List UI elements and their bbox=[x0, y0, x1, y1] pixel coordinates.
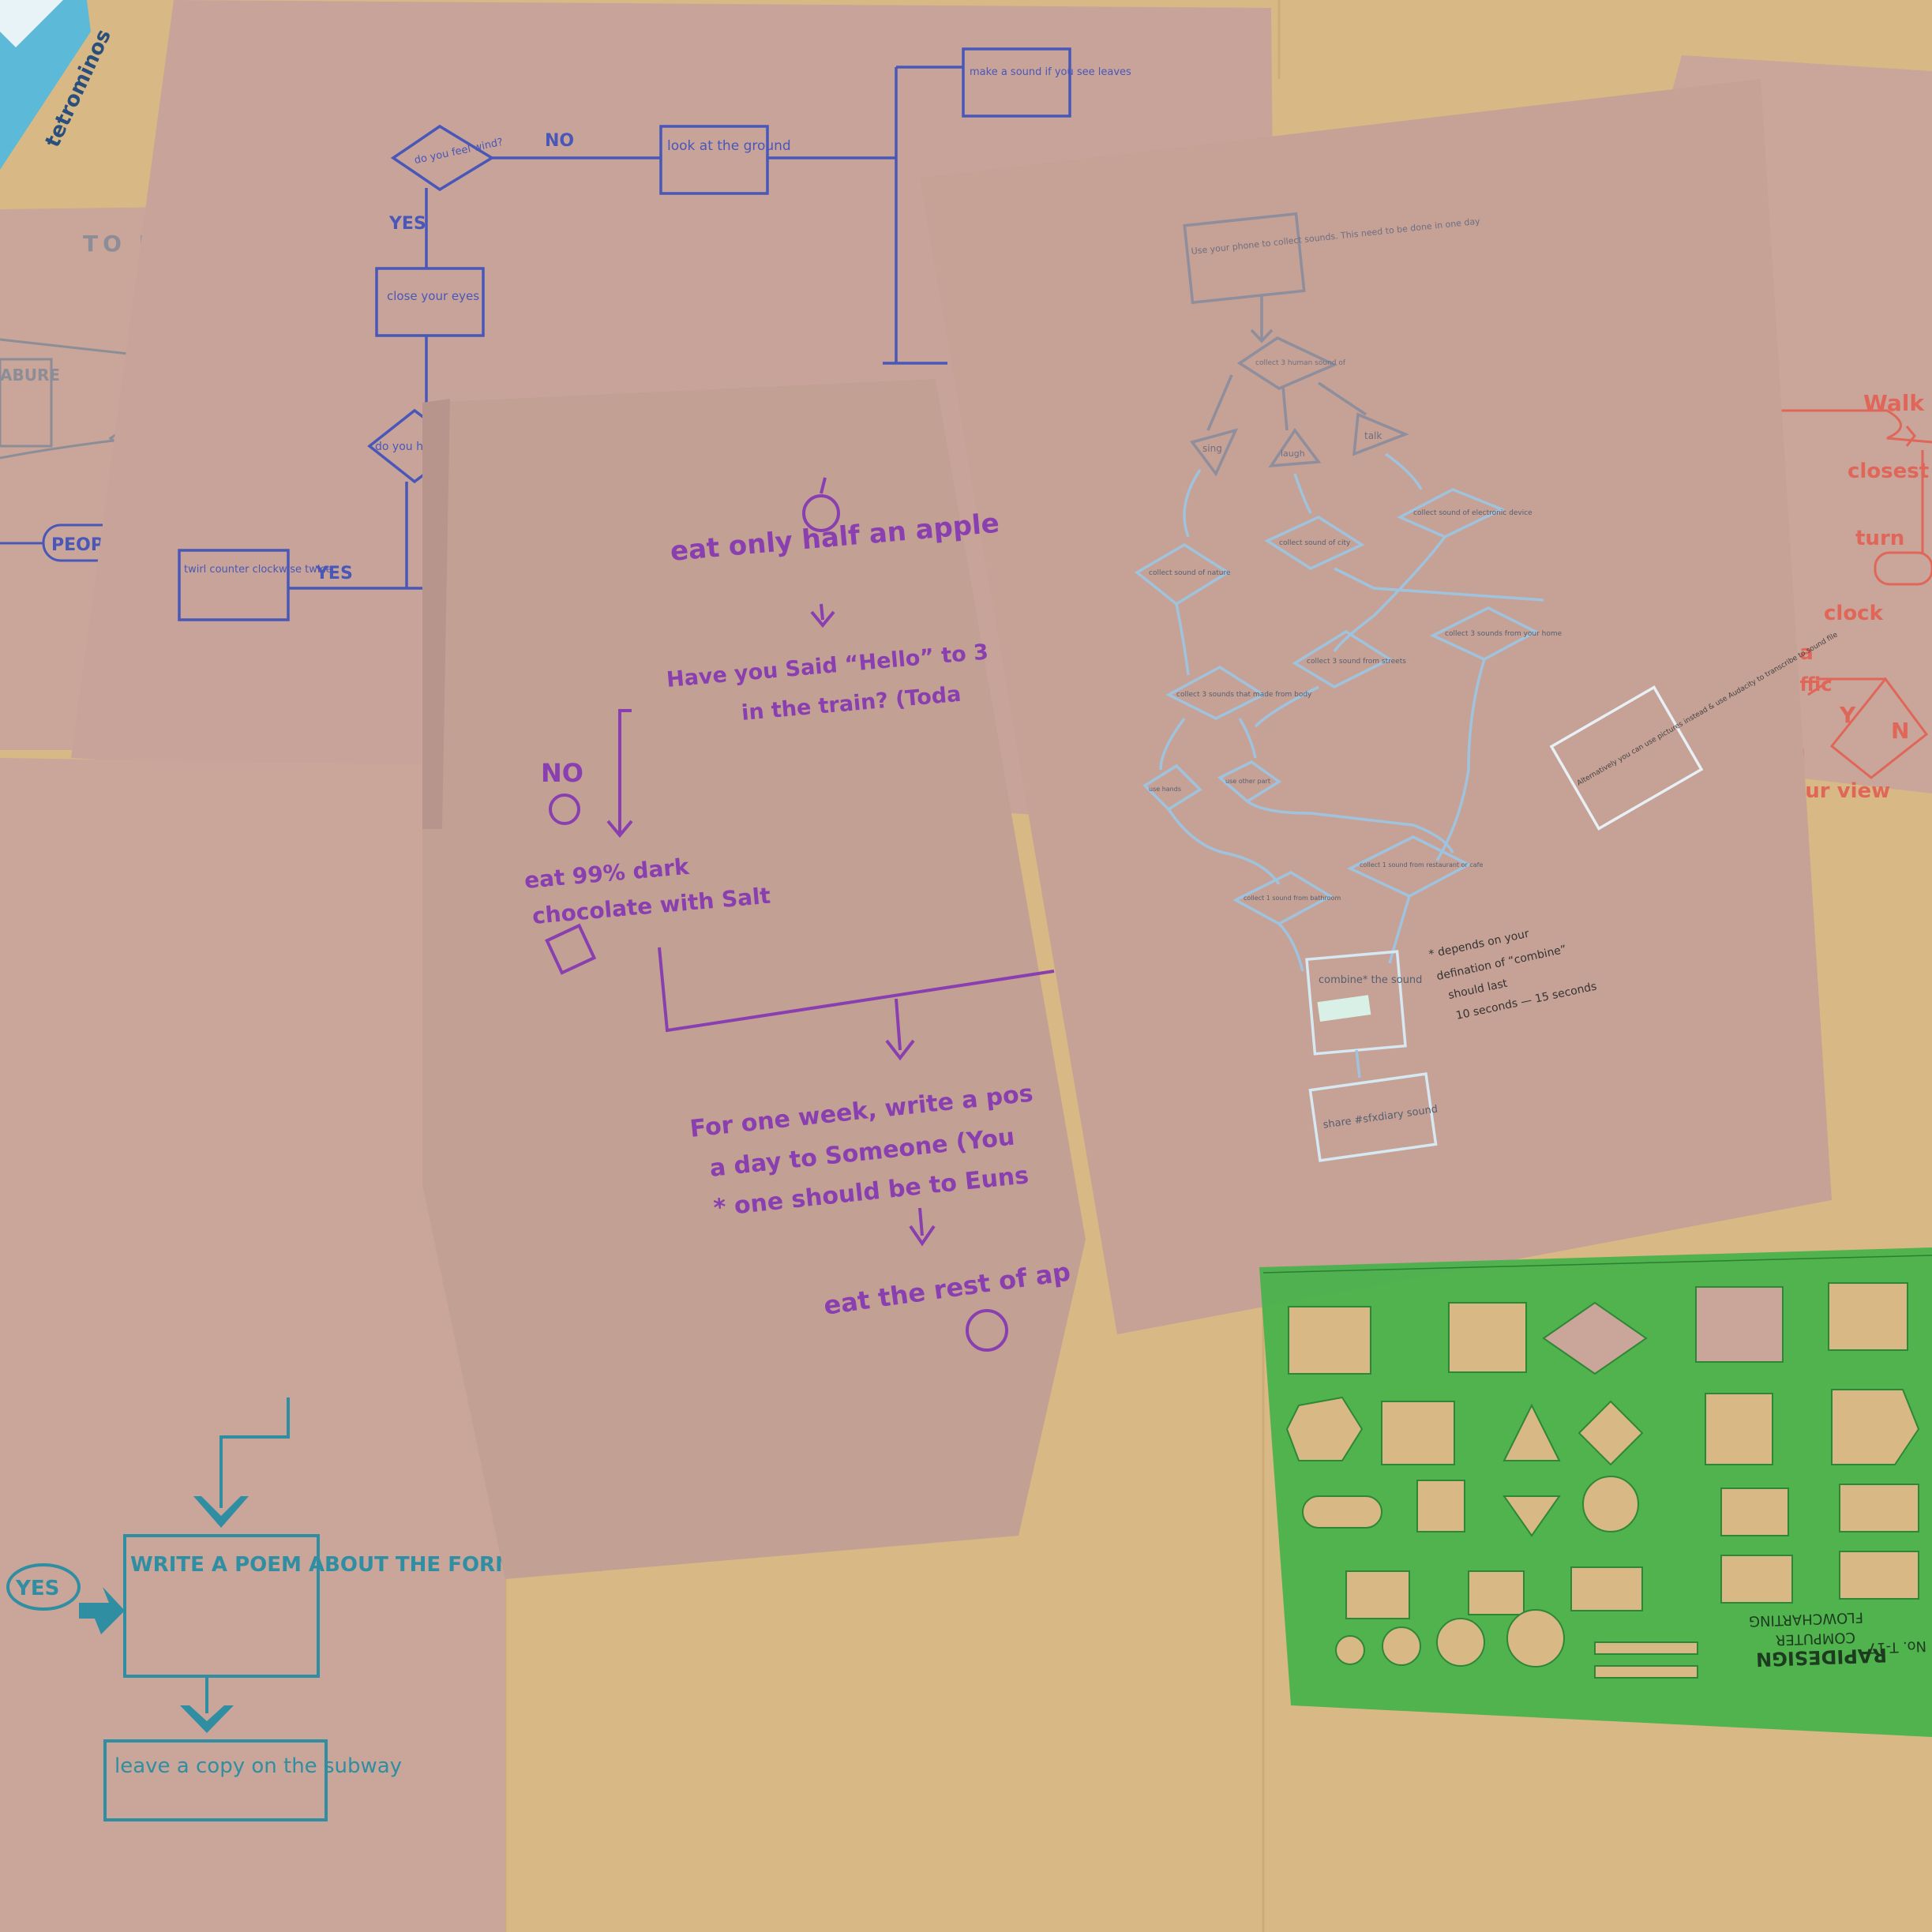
city-diamond bbox=[1264, 516, 1365, 570]
n-label: N bbox=[1891, 718, 1909, 744]
collect-human-text: collect 3 human sound of bbox=[1255, 359, 1346, 367]
nature-text: collect sound of nature bbox=[1149, 569, 1231, 577]
bathroom-diamond bbox=[1232, 871, 1334, 925]
write-poem-box bbox=[123, 1534, 320, 1678]
laugh-triangle bbox=[1268, 427, 1322, 468]
restaurant-diamond bbox=[1346, 835, 1472, 898]
picture-label-text: ABURE bbox=[0, 366, 60, 385]
twirl-text: twirl counter clockwise twice bbox=[184, 564, 332, 576]
nature-diamond bbox=[1134, 542, 1231, 606]
electronic-diamond bbox=[1396, 488, 1506, 538]
sound-flowchart-sheet: Use your phone to collect sounds. This n… bbox=[920, 79, 1840, 1334]
other-part-diamond bbox=[1217, 760, 1282, 804]
yes-label: YES bbox=[388, 214, 426, 234]
y-label: Y bbox=[1839, 702, 1856, 728]
look-ground-box bbox=[659, 125, 769, 195]
yes-oval bbox=[6, 1563, 81, 1611]
close-eyes-text: close your eyes bbox=[387, 289, 479, 303]
flowchart-stencil: RAPIDESIGN COMPUTER FLOWCHARTING No. T-1… bbox=[1259, 1247, 1932, 1737]
sing-text: sing bbox=[1202, 443, 1222, 454]
sing-triangle bbox=[1190, 428, 1239, 477]
sad-face-icon bbox=[549, 793, 580, 825]
electronic-text: collect sound of electronic device bbox=[1413, 509, 1532, 517]
combine-box bbox=[1305, 950, 1407, 1056]
closest-text: closest bbox=[1848, 460, 1929, 483]
chocolate-icon bbox=[545, 923, 597, 975]
stencil-model: No. T-17 bbox=[1867, 1638, 1926, 1656]
stencil-title-1: COMPUTER bbox=[1776, 1629, 1856, 1649]
street-text: collect 3 sound from streets bbox=[1307, 658, 1406, 666]
street-diamond bbox=[1292, 629, 1393, 688]
hands-diamond bbox=[1142, 763, 1202, 812]
combine-text: combine* the sound bbox=[1319, 974, 1422, 986]
stencil-title-2: FLOWCHARTING bbox=[1749, 1609, 1864, 1630]
restaurant-text: collect 1 sound from restaurant or cafe bbox=[1360, 861, 1483, 868]
other-part-text: use other part bbox=[1225, 778, 1270, 785]
laugh-text: laugh bbox=[1281, 448, 1305, 459]
purple-flowchart-sheet: eat only half an apple Have you Said “He… bbox=[422, 379, 1086, 1579]
no-text: NO bbox=[541, 758, 583, 788]
teal-arrow-top bbox=[219, 1397, 290, 1508]
side-note-box bbox=[1549, 685, 1704, 831]
picture-frame bbox=[0, 358, 53, 448]
apple-icon bbox=[966, 1309, 1008, 1352]
make-sound-text: make a sound if you see leaves bbox=[970, 66, 1131, 78]
bathroom-text: collect 1 sound from bathroom bbox=[1244, 895, 1341, 902]
collect-human-diamond bbox=[1236, 336, 1338, 390]
close-eyes-box bbox=[375, 267, 485, 337]
twirl-box bbox=[178, 549, 290, 621]
look-ground-text: look at the ground bbox=[667, 138, 791, 154]
no-label: NO bbox=[545, 131, 574, 151]
leave-copy-box bbox=[103, 1739, 328, 1821]
hands-text: use hands bbox=[1149, 786, 1181, 793]
body-text: collect 3 sounds that made from body bbox=[1176, 691, 1312, 699]
clock-text: clock bbox=[1824, 602, 1884, 625]
home-text: collect 3 sounds from your home bbox=[1445, 630, 1562, 638]
left-arrow-top bbox=[0, 338, 143, 357]
stencil-brand: RAPIDESIGN bbox=[1756, 1644, 1888, 1671]
teal-flowchart-sheet: WRITE A POEM ABOUT THE FORMER STEP YES l… bbox=[0, 758, 610, 1932]
start-box bbox=[1183, 212, 1306, 305]
apple-bitten-icon bbox=[802, 494, 840, 532]
combine-scribble bbox=[1317, 995, 1371, 1022]
leave-copy-text: leave a copy on the subway bbox=[114, 1754, 402, 1778]
talk-triangle bbox=[1352, 412, 1409, 456]
turn-text: turn bbox=[1855, 527, 1904, 550]
yes-label-2: YES bbox=[315, 564, 353, 583]
walk-text: Walk bbox=[1863, 390, 1925, 416]
body-diamond bbox=[1165, 665, 1266, 720]
talk-text: talk bbox=[1364, 430, 1382, 441]
make-sound-box bbox=[962, 47, 1071, 118]
city-text: collect sound of city bbox=[1279, 539, 1351, 547]
yes-text: YES bbox=[15, 1577, 59, 1600]
home-diamond bbox=[1429, 606, 1539, 661]
share-box bbox=[1308, 1072, 1438, 1162]
